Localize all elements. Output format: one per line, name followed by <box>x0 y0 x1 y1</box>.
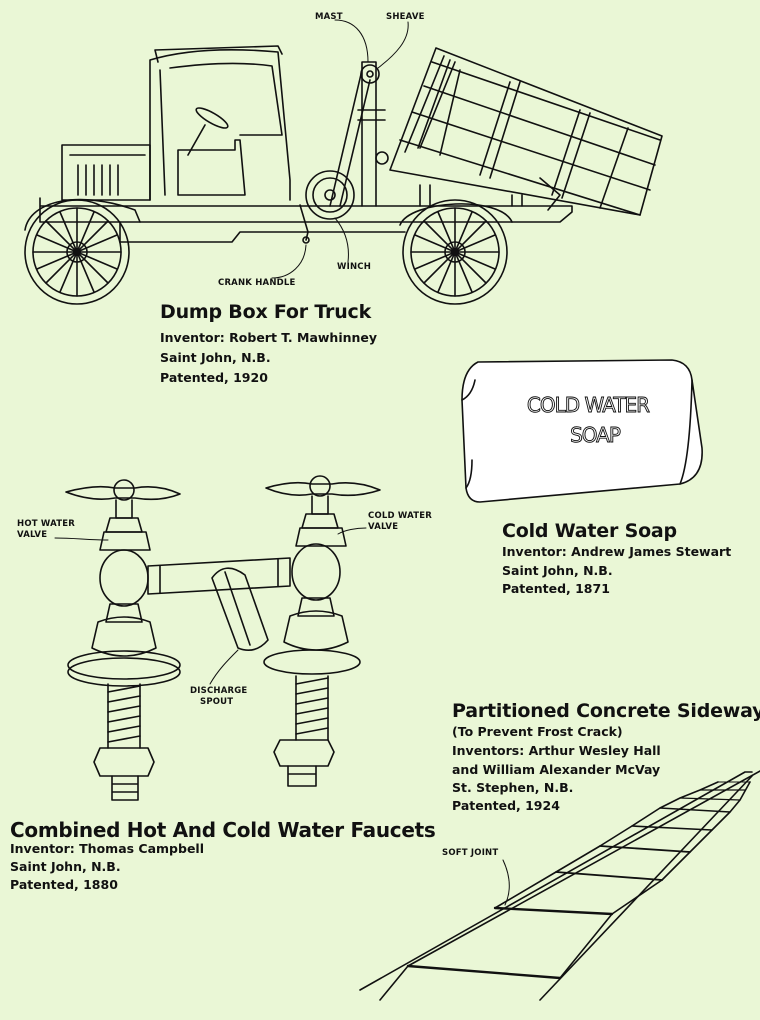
faucets-title: Combined Hot And Cold Water Faucets <box>10 818 436 842</box>
hot-valve-callout-line2: VALVE <box>17 530 48 540</box>
soap-patent-date: Patented, 1871 <box>502 581 610 596</box>
sidewalk-location: St. Stephen, N.B. <box>452 780 574 795</box>
soap-location: Saint John, N.B. <box>502 563 613 578</box>
winch-callout: WINCH <box>337 262 372 272</box>
soap-bar-drawing <box>461 359 703 503</box>
soap-inventor: Inventor: Andrew James Stewart <box>502 544 732 559</box>
soap-imprint-line2: SOAP <box>570 423 621 447</box>
truck-title: Dump Box For Truck <box>160 301 372 323</box>
sheave-callout: SHEAVE <box>386 12 425 22</box>
dump-truck-drawing <box>24 19 663 305</box>
faucets-drawing <box>54 475 381 801</box>
sidewalk-inventor-2: and William Alexander McVay <box>452 762 661 777</box>
truck-inventor: Inventor: Robert T. Mawhinney <box>160 330 378 345</box>
mast-callout: MAST <box>315 12 343 22</box>
faucets-patent-date: Patented, 1880 <box>10 877 118 892</box>
soap-imprint-line1: COLD WATER <box>527 393 650 417</box>
sidewalk-title: Partitioned Concrete Sideway <box>452 700 760 722</box>
soft-joint-callout: SOFT JOINT <box>442 848 499 858</box>
truck-patent-date: Patented, 1920 <box>160 370 268 385</box>
truck-location: Saint John, N.B. <box>160 350 271 365</box>
soap-title: Cold Water Soap <box>502 520 677 542</box>
crank-handle-callout: CRANK HANDLE <box>218 278 296 288</box>
cold-valve-callout-line1: COLD WATER <box>368 511 432 521</box>
cold-valve-callout-line2: VALVE <box>368 522 399 532</box>
concrete-sidewalk-drawing <box>359 770 760 1001</box>
faucets-location: Saint John, N.B. <box>10 859 121 874</box>
spout-callout-line2: SPOUT <box>200 697 234 707</box>
hot-valve-callout-line1: HOT WATER <box>17 519 75 529</box>
faucets-inventor: Inventor: Thomas Campbell <box>10 841 204 856</box>
spout-callout-line1: DISCHARGE <box>190 686 248 696</box>
sidewalk-inventor-1: Inventors: Arthur Wesley Hall <box>452 743 661 758</box>
sidewalk-subtitle: (To Prevent Frost Crack) <box>452 724 623 739</box>
sidewalk-patent-date: Patented, 1924 <box>452 798 560 813</box>
